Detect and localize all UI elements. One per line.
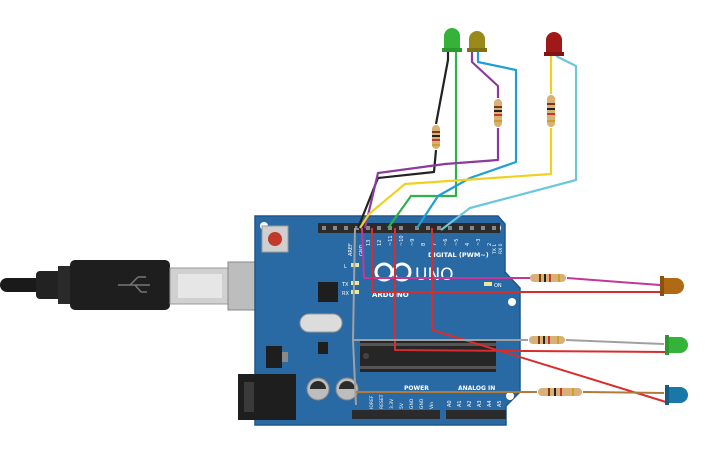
reset-button[interactable]: [261, 225, 289, 253]
led-green-top[interactable]: [442, 28, 462, 52]
reset-button-cap: [268, 232, 282, 246]
wire-purple-led[interactable]: [470, 52, 500, 98]
usb-cable-tail: [0, 278, 42, 292]
resistor-6[interactable]: [538, 388, 582, 396]
pin-label: A5: [497, 400, 503, 407]
wire-magenta[interactable]: [361, 227, 530, 279]
led-red-top[interactable]: [544, 32, 564, 56]
wire-gray-led[interactable]: [565, 339, 665, 345]
led-rx-label: RX: [342, 291, 349, 297]
analog-header: [446, 410, 506, 419]
pin-label: 5V: [399, 402, 405, 409]
wire-purple[interactable]: [363, 128, 500, 229]
capacitor-top: [310, 381, 326, 389]
wire-lightblue[interactable]: [440, 55, 578, 231]
led-blue-right[interactable]: [665, 385, 688, 405]
right-wires: [352, 227, 667, 406]
wire-brown-led[interactable]: [582, 391, 665, 394]
wire-blue[interactable]: [416, 52, 518, 229]
digital-pin-labels: 13 12 ~11 ~10 ~9 8 7 ~6 ~5 4 ~3 2 TX 1 R…: [366, 235, 504, 255]
pin-label: RESET: [379, 394, 385, 409]
pin-label: GND: [409, 398, 415, 409]
usb-controller-chip: [318, 282, 338, 302]
chip-pin-row: [360, 343, 496, 346]
pin-label: ~11: [388, 235, 394, 246]
arduino-uno-board[interactable]: AREF GND 13 12 ~11 ~10 ~9 8 7 ~6 ~5 4 ~3…: [238, 215, 521, 426]
power-pin-labels: IOREF RESET 3.3V 5V GND GND Vin: [369, 394, 435, 409]
pin-label: ~3: [476, 239, 482, 246]
usb-strain-relief: [36, 271, 62, 299]
resistor-1[interactable]: [432, 125, 440, 149]
digital-header: [318, 223, 500, 233]
pin-label: A1: [457, 400, 463, 407]
resistor-3[interactable]: [547, 95, 555, 127]
led-rx-indicator: [351, 290, 359, 294]
pin-label: A2: [467, 400, 473, 407]
pin-label: 12: [377, 240, 383, 246]
chip-notch: [363, 353, 369, 359]
top-wires: [356, 52, 578, 231]
wire-black-led[interactable]: [434, 52, 450, 125]
small-chip: [318, 342, 328, 354]
pin-label: ~10: [399, 235, 405, 246]
led-on-label: ON: [494, 283, 502, 289]
pin-label: A3: [477, 400, 483, 407]
voltage-regulator-tab: [282, 352, 288, 362]
usb-plug-inner: [178, 274, 222, 298]
chip-pin-row: [360, 366, 496, 369]
usb-symbol-icon: [118, 276, 150, 293]
led-tx-label: TX: [341, 282, 349, 288]
pin-label: 13: [366, 240, 372, 246]
analog-pin-labels: A0 A1 A2 A3 A4 A5: [447, 400, 503, 407]
wire-yellow[interactable]: [359, 128, 553, 229]
usb-collar: [58, 266, 72, 304]
wire-green[interactable]: [387, 52, 458, 229]
pin-label: ~6: [443, 239, 449, 246]
mounting-hole: [506, 392, 514, 400]
aref-label: AREF: [348, 243, 354, 256]
usb-cable[interactable]: [0, 260, 267, 311]
pin-label: 3.3V: [389, 398, 395, 409]
pin-label: IOREF: [369, 395, 375, 409]
led-olive-top[interactable]: [467, 31, 487, 52]
wire-magenta-led[interactable]: [566, 277, 661, 286]
led-on-indicator: [484, 282, 492, 286]
pin-label: RX 0: [498, 243, 504, 254]
pin-label: A0: [447, 400, 453, 407]
pin-label: 7: [432, 243, 438, 246]
pin-label: GND: [419, 398, 425, 409]
pin-label: Vin: [429, 402, 435, 409]
digital-pwm-label: DIGITAL (PWM~): [428, 251, 489, 259]
led-orange-right[interactable]: [660, 276, 684, 296]
power-header-label: POWER: [404, 385, 429, 392]
wire-red-3[interactable]: [431, 228, 667, 403]
wire-black-gnd[interactable]: [356, 149, 438, 229]
led-green-right[interactable]: [665, 335, 688, 355]
wire-red-1[interactable]: [371, 228, 660, 293]
resistor-4[interactable]: [530, 274, 566, 282]
voltage-regulator: [266, 346, 282, 368]
pin-label: 8: [421, 243, 427, 246]
mounting-hole: [508, 298, 516, 306]
pin-label: TX 1: [492, 244, 498, 255]
pin-label: 2: [487, 243, 493, 246]
resistor-2[interactable]: [494, 99, 502, 127]
uno-logo-text: UNO: [415, 265, 454, 285]
capacitor-top: [339, 381, 355, 389]
pin-label: A4: [487, 400, 493, 407]
pin-label: 4: [465, 243, 471, 246]
resistor-5[interactable]: [529, 336, 565, 344]
power-header: [352, 410, 440, 419]
pin-label: ~9: [410, 239, 416, 246]
led-l-label: L: [344, 264, 347, 270]
pin-label: ~5: [454, 239, 460, 246]
power-jack-opening: [244, 382, 254, 412]
arduino-brand-text: ARDUINO: [372, 291, 409, 299]
wire-red-2[interactable]: [394, 228, 667, 353]
crystal-oscillator: [299, 313, 343, 333]
analog-header-label: ANALOG IN: [458, 385, 495, 392]
